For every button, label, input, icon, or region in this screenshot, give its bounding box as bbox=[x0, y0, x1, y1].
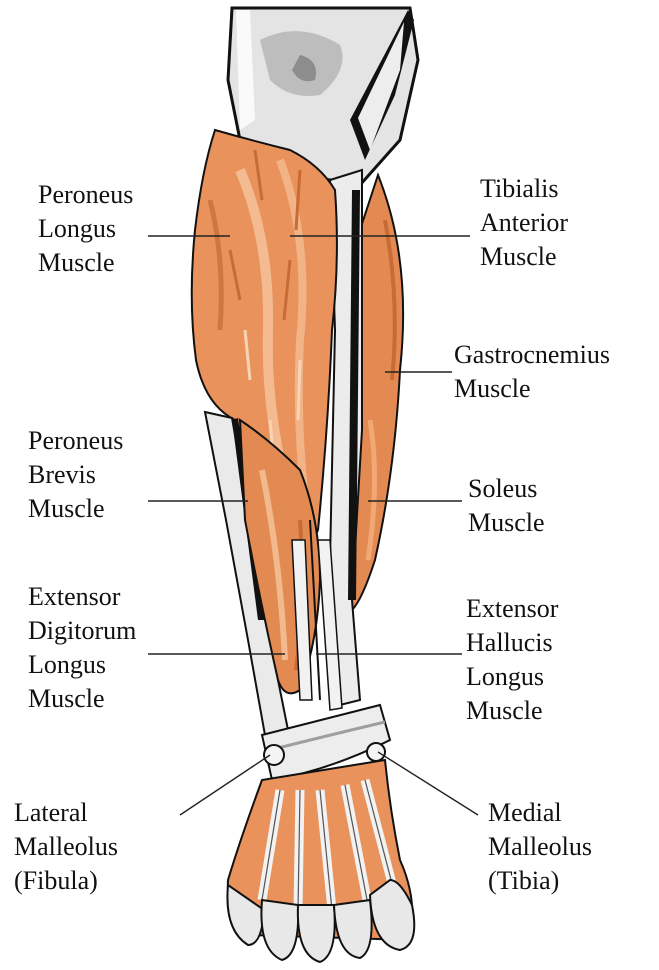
label-medial-malleolus: Medial Malleolus (Tibia) bbox=[488, 796, 592, 898]
label-lateral-malleolus: Lateral Malleolus (Fibula) bbox=[14, 796, 118, 898]
label-soleus: Soleus Muscle bbox=[468, 472, 545, 540]
label-tibialis-anterior: Tibialis Anterior Muscle bbox=[480, 172, 568, 274]
label-peroneus-longus: Peroneus Longus Muscle bbox=[38, 178, 133, 280]
label-gastrocnemius: Gastrocnemius Muscle bbox=[454, 338, 610, 406]
leader-medial-malleolus bbox=[378, 752, 478, 815]
label-extensor-hallucis: Extensor Hallucis Longus Muscle bbox=[466, 592, 558, 728]
label-peroneus-brevis: Peroneus Brevis Muscle bbox=[28, 424, 123, 526]
label-extensor-digitorum: Extensor Digitorum Longus Muscle bbox=[28, 580, 136, 716]
